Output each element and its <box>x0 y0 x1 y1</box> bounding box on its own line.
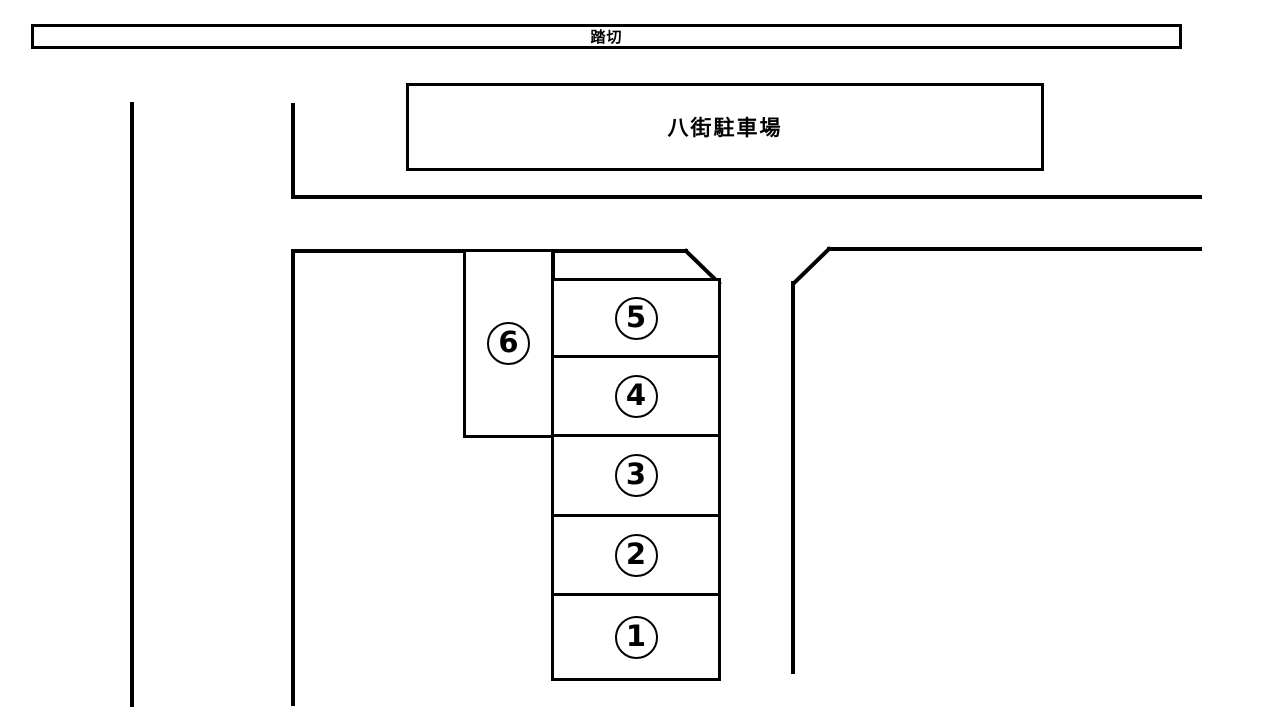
parking-space-2: 2 <box>554 517 718 596</box>
space-number-circle-4: 4 <box>614 374 658 418</box>
space-number-2: 2 <box>625 536 647 571</box>
railroad-crossing-bar: 踏切 <box>31 24 1182 49</box>
parking-space-4: 4 <box>554 358 718 437</box>
space-number-circle-2: 2 <box>614 533 658 577</box>
parking-boundary-left-vertical <box>291 250 295 706</box>
parking-space-5: 5 <box>554 281 718 358</box>
road-line-right-vertical <box>791 281 795 674</box>
railroad-crossing-label: 踏切 <box>590 28 623 46</box>
road-corner-slant-line <box>791 246 832 286</box>
parking-space-6: 6 <box>463 249 554 438</box>
parking-lot-title: 八街駐車場 <box>667 116 783 140</box>
parking-space-column: 5 4 3 2 1 <box>551 278 721 681</box>
parking-space-1: 1 <box>554 596 718 678</box>
space-number-4: 4 <box>625 377 647 412</box>
road-line-right-horizontal <box>827 247 1202 251</box>
space-number-3: 3 <box>625 457 647 491</box>
space-number-1: 1 <box>625 618 647 653</box>
road-line-left-vertical <box>130 102 134 707</box>
parking-lot-title-box: 八街駐車場 <box>406 83 1044 171</box>
space-number-5: 5 <box>625 299 647 334</box>
space-number-circle-6: 6 <box>487 322 530 365</box>
space-number-circle-1: 1 <box>614 615 658 659</box>
space-number-circle-3: 3 <box>614 454 658 497</box>
space-number-circle-5: 5 <box>614 296 658 340</box>
road-line-upper-horizontal <box>291 195 1202 199</box>
parking-space-3: 3 <box>554 437 718 517</box>
space-number-6: 6 <box>498 325 519 359</box>
road-line-mid-vertical-upper <box>291 103 295 198</box>
